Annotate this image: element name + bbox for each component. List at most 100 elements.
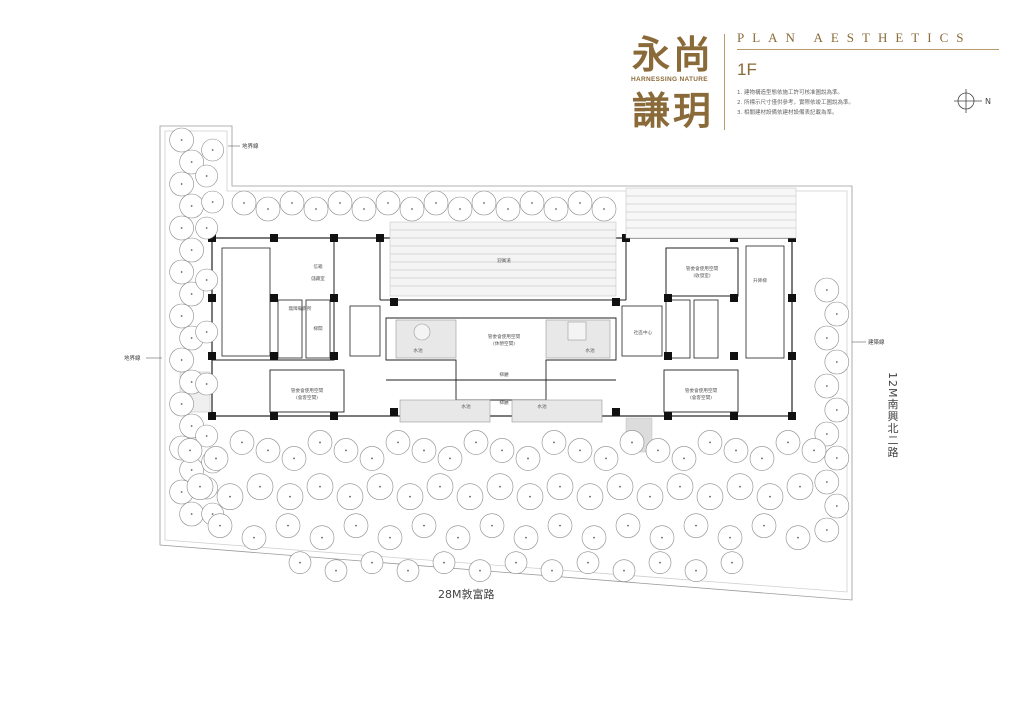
tree-trunk (659, 561, 661, 564)
tree-trunk (825, 289, 828, 291)
compass (954, 89, 982, 113)
tree-trunk (335, 569, 337, 572)
tree-trunk (241, 441, 243, 444)
tree-trunk (315, 208, 317, 210)
tree-trunk (491, 524, 493, 527)
label-shared-space-left-2: (會客空間) (296, 394, 318, 401)
landscape-trees (169, 127, 850, 582)
label-boundary-top: 地界線 (242, 142, 259, 150)
tree-trunk (319, 441, 321, 444)
tree-trunk (435, 202, 437, 204)
brand-divider (724, 34, 725, 130)
tree-trunk (501, 449, 503, 452)
floor-label: 1F (737, 60, 757, 79)
brand-name-line2: 謙玥 (632, 88, 715, 133)
tree-trunk (825, 481, 828, 483)
tree-trunk (180, 315, 183, 317)
tree-trunk (559, 524, 561, 527)
tree-trunk (291, 202, 293, 204)
tree-trunk (683, 457, 685, 460)
tree-trunk (211, 513, 214, 515)
tree-trunk (190, 161, 193, 163)
tree-trunk (190, 469, 193, 471)
tree-trunk (695, 569, 697, 572)
tree-trunk (345, 449, 347, 452)
tree-trunk (551, 569, 553, 572)
tree-trunk (631, 441, 633, 444)
tree-trunk (215, 457, 217, 460)
tree-trunk (387, 202, 389, 204)
label-boundary-left: 地界線 (124, 354, 141, 362)
tree-trunk (695, 524, 697, 527)
tree-trunk (423, 524, 425, 527)
tree-trunk (190, 381, 193, 383)
label-shared-space-south-2: (休憩空間) (493, 340, 515, 347)
tree-trunk (180, 271, 183, 273)
label-mailroom: 信箱 (313, 263, 323, 270)
tree-trunk (190, 249, 193, 251)
tree-trunk (589, 495, 591, 498)
tree-trunk (205, 435, 208, 437)
tree-trunk (649, 495, 651, 498)
tree-trunk (211, 149, 214, 151)
tree-trunk (289, 495, 291, 498)
tree-trunk (709, 495, 711, 498)
tree-trunk (661, 536, 663, 539)
tree-trunk (180, 403, 183, 405)
label-shared-space-right-2: (會客空間) (690, 394, 712, 401)
tree-trunk (605, 457, 607, 460)
tree-trunk (389, 536, 391, 539)
tree-trunk (457, 536, 459, 539)
tree-trunk (835, 361, 838, 363)
tree-trunk (553, 441, 555, 444)
tree-trunk (180, 359, 183, 361)
label-lobby-walkway: 迎賓道 (497, 257, 511, 264)
label-stairs: 梯間 (313, 325, 323, 332)
water-features (395, 319, 611, 423)
tree-trunk (411, 208, 413, 210)
note-item: 2. 所標示尺寸僅供參考，實際依竣工圖說為準。 (737, 100, 854, 106)
tree-trunk (529, 495, 531, 498)
street-label-bottom: 28M敦富路 (438, 588, 495, 601)
tree-trunk (180, 183, 183, 185)
label-lift: 升降梯 (753, 277, 767, 284)
tree-trunk (339, 202, 341, 204)
tree-trunk (527, 457, 529, 460)
tree-trunk (205, 227, 208, 229)
tree-trunk (835, 505, 838, 507)
tree-trunk (407, 569, 409, 572)
tree-trunk (623, 569, 625, 572)
tree-trunk (797, 536, 799, 539)
boundary-labels: 地界線 地界線 建築線 (124, 142, 885, 362)
tree-trunk (813, 449, 815, 452)
tree-trunk (449, 457, 451, 460)
tree-trunk (439, 485, 441, 488)
tree-trunk (371, 457, 373, 460)
label-shared-space-north-1: 管委會使用空間 (686, 265, 719, 272)
street-label-right: 12M南興北二路 (886, 372, 899, 459)
brand-name-line1: 永尚 (632, 32, 715, 77)
tree-trunk (515, 561, 517, 564)
tree-trunk (729, 536, 731, 539)
tree-trunk (211, 201, 214, 203)
label-shared-space-left-1: 管委會使用空間 (291, 387, 324, 394)
label-shared-space-south-1: 管委會使用空間 (488, 333, 521, 340)
label-shared-space-right-1: 管委會使用空間 (685, 387, 718, 394)
tree-trunk (587, 561, 589, 564)
label-water-low-right: 水池 (537, 403, 547, 410)
tree-trunk (299, 561, 301, 564)
tree-trunk (267, 208, 269, 210)
notes-list: 1. 建物構造型態依施工許可核准圖說為準。 2. 所標示尺寸僅供參考，實際依竣工… (737, 88, 854, 118)
tree-trunk (579, 449, 581, 452)
tree-trunk (267, 449, 269, 452)
tree-trunk (355, 524, 357, 527)
tree-trunk (593, 536, 595, 539)
room-labels: 迎賓道 管委會使用空間 (休憩空間) 管委會使用空間 (收發室) 管委會使用空間… (289, 257, 768, 410)
label-water-low-left: 水池 (461, 403, 471, 410)
tree-trunk (379, 485, 381, 488)
tree-trunk (627, 524, 629, 527)
tree-trunk (253, 536, 255, 539)
tree-trunk (531, 202, 533, 204)
brand-tagline: HARNESSING NATURE (631, 76, 708, 83)
tree-trunk (321, 536, 323, 539)
